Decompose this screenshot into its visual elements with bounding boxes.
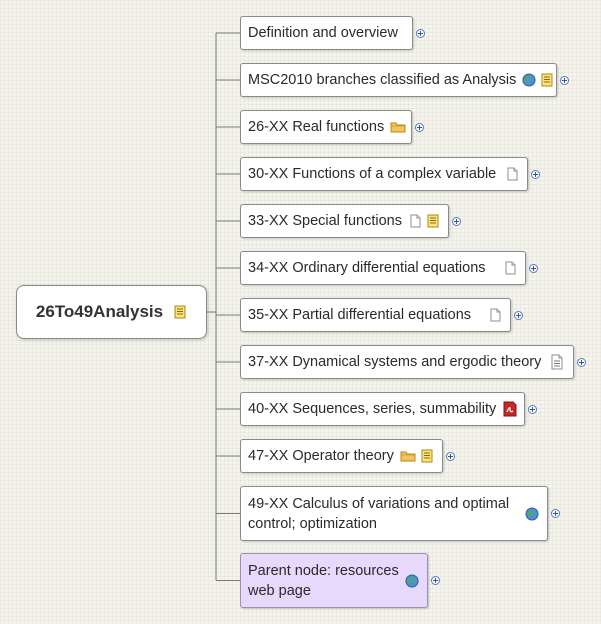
expand-button[interactable]: [514, 310, 523, 320]
pdf-icon[interactable]: [502, 401, 518, 417]
topic-node[interactable]: Definition and overview: [240, 16, 413, 50]
expand-button[interactable]: [452, 216, 461, 226]
note-icon[interactable]: [173, 305, 187, 319]
note-icon[interactable]: [426, 214, 440, 228]
folder-icon[interactable]: [390, 120, 406, 134]
topic-node[interactable]: 49-XX Calculus of variations and optimal…: [240, 486, 548, 541]
expand-button[interactable]: [416, 28, 425, 38]
expand-button[interactable]: [415, 122, 424, 132]
document-icon[interactable]: [505, 167, 519, 181]
document-icon[interactable]: [503, 261, 517, 275]
expand-button[interactable]: [529, 263, 538, 273]
topic-label: 26-XX Real functions: [248, 119, 385, 135]
text-document-icon[interactable]: [549, 354, 565, 370]
topic-node[interactable]: 37-XX Dynamical systems and ergodic theo…: [240, 345, 574, 379]
topic-label: Definition and overview: [248, 25, 398, 41]
expand-button[interactable]: [531, 169, 540, 179]
topic-label: 30-XX Functions of a complex variable: [248, 166, 497, 182]
document-icon[interactable]: [488, 308, 502, 322]
topic-node[interactable]: 35-XX Partial differential equations: [240, 298, 511, 332]
expand-button[interactable]: [577, 357, 586, 367]
parent-node-topic[interactable]: Parent node: resources web page: [240, 553, 428, 608]
expand-button[interactable]: [560, 75, 569, 85]
topic-label: 34-XX Ordinary differential equations: [248, 260, 486, 276]
topic-label: 35-XX Partial differential equations: [248, 307, 472, 323]
topic-node[interactable]: 30-XX Functions of a complex variable: [240, 157, 528, 191]
document-icon[interactable]: [408, 214, 422, 228]
topic-label: 49-XX Calculus of variations and optimal…: [248, 495, 510, 532]
topic-node[interactable]: 34-XX Ordinary differential equations: [240, 251, 526, 285]
topic-node[interactable]: 26-XX Real functions: [240, 110, 412, 144]
expand-button[interactable]: [528, 404, 537, 414]
note-icon[interactable]: [540, 73, 554, 87]
globe-icon[interactable]: [405, 574, 419, 588]
topic-node[interactable]: 47-XX Operator theory: [240, 439, 443, 473]
topic-node[interactable]: 33-XX Special functions: [240, 204, 449, 238]
note-icon[interactable]: [420, 449, 434, 463]
topic-node[interactable]: 40-XX Sequences, series, summability: [240, 392, 525, 426]
topic-label: 37-XX Dynamical systems and ergodic theo…: [248, 354, 542, 370]
folder-icon[interactable]: [400, 449, 416, 463]
globe-icon[interactable]: [525, 507, 539, 521]
topic-label: MSC2010 branches classified as Analysis: [248, 72, 517, 88]
root-topic-label: 26To49Analysis: [35, 302, 164, 321]
topic-label: 47-XX Operator theory: [248, 448, 394, 464]
topic-label: 40-XX Sequences, series, summability: [248, 401, 497, 417]
root-topic[interactable]: 26To49Analysis: [16, 285, 207, 339]
expand-button[interactable]: [551, 509, 560, 518]
topic-label: Parent node: resources web page: [248, 562, 399, 599]
expand-button[interactable]: [431, 576, 440, 585]
topic-node[interactable]: MSC2010 branches classified as Analysis: [240, 63, 557, 97]
globe-icon[interactable]: [522, 73, 536, 87]
expand-button[interactable]: [446, 451, 455, 461]
topic-label: 33-XX Special functions: [248, 213, 402, 229]
